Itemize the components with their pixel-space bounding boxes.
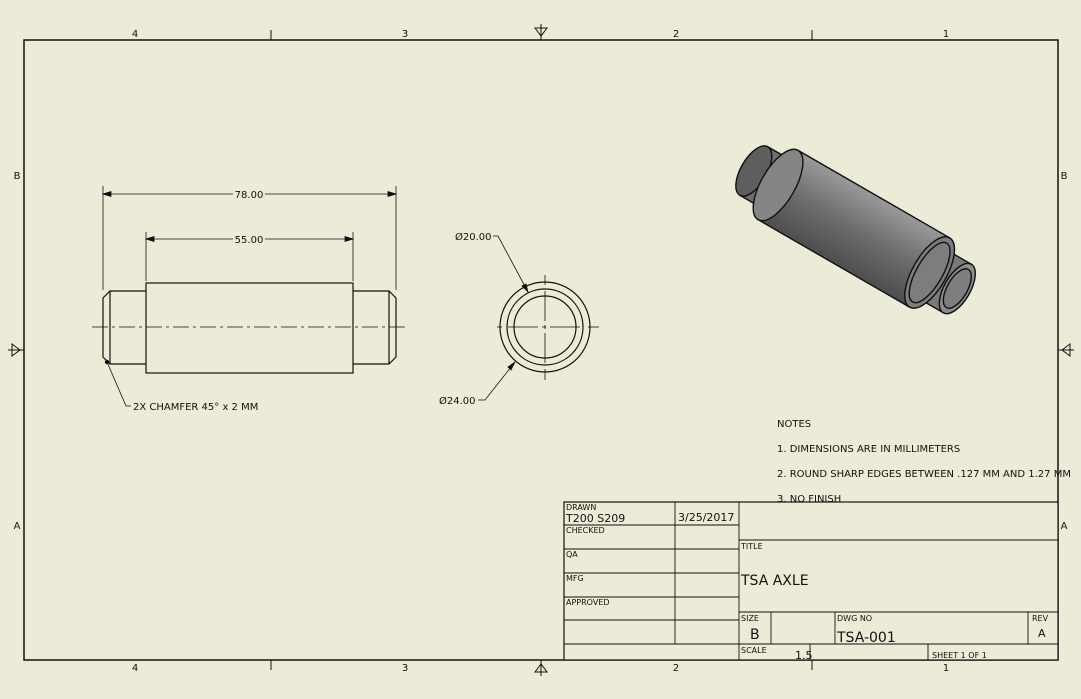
drawn-label: DRAWN [566, 503, 596, 512]
rev-label: REV [1032, 614, 1049, 623]
dimension-overall-length [101, 186, 398, 290]
zone-col-bottom-3: 3 [402, 663, 408, 674]
zone-col-top-1: 1 [943, 29, 949, 40]
dwg-no-label: DWG NO [837, 614, 872, 623]
checked-label: CHECKED [566, 526, 605, 535]
zone-row-left-a: A [14, 521, 21, 532]
sheet-number: SHEET 1 OF 1 [932, 651, 987, 660]
note-item-2: 2. ROUND SHARP EDGES BETWEEN .127 MM AND… [777, 469, 1071, 480]
notes-heading: NOTES [777, 419, 811, 430]
approved-label: APPROVED [566, 598, 610, 607]
zone-row-right-a: A [1061, 521, 1068, 532]
note-item-3: 3. NO FINISH [777, 494, 841, 505]
drawing-title: TSA AXLE [740, 573, 809, 589]
axle-end-view [497, 275, 599, 380]
size-label: SIZE [741, 614, 759, 623]
zone-col-top-4: 4 [132, 29, 138, 40]
drawn-by-value: T200 S209 [565, 512, 625, 525]
dimension-body-length [144, 232, 355, 281]
drawn-date-value: 3/25/2017 [678, 511, 734, 524]
zone-row-right-b: B [1061, 171, 1068, 182]
zone-col-top-2: 2 [673, 29, 679, 40]
diameter-leaders [478, 235, 529, 401]
mfg-label: MFG [566, 574, 584, 583]
title-block [563, 501, 1059, 661]
zone-col-bottom-4: 4 [132, 663, 138, 674]
zone-col-top-3: 3 [402, 29, 408, 40]
inner-diameter-label: Ø20.00 [455, 231, 492, 243]
scale-label: SCALE [741, 646, 767, 655]
rev-value: A [1038, 627, 1046, 640]
zone-ticks [270, 30, 813, 670]
qa-label: QA [566, 550, 578, 559]
zone-row-left-b: B [14, 171, 21, 182]
note-item-1: 1. DIMENSIONS ARE IN MILLIMETERS [777, 444, 960, 455]
axle-side-view [92, 282, 406, 374]
zone-col-bottom-1: 1 [943, 663, 949, 674]
scale-value: 1.5 [795, 649, 813, 662]
chamfer-leader [104, 359, 131, 407]
dwg-no-value: TSA-001 [836, 630, 896, 646]
dimension-overall-length-label: 78.00 [235, 190, 264, 201]
title-label: TITLE [740, 542, 763, 551]
chamfer-note: 2X CHAMFER 45° x 2 MM [133, 402, 258, 413]
axle-isometric-view [735, 145, 976, 315]
dimension-body-length-label: 55.00 [235, 235, 264, 246]
size-value: B [750, 627, 760, 643]
centering-marks [8, 24, 1074, 676]
zone-col-bottom-2: 2 [673, 663, 679, 674]
outer-diameter-label: Ø24.00 [439, 395, 476, 407]
